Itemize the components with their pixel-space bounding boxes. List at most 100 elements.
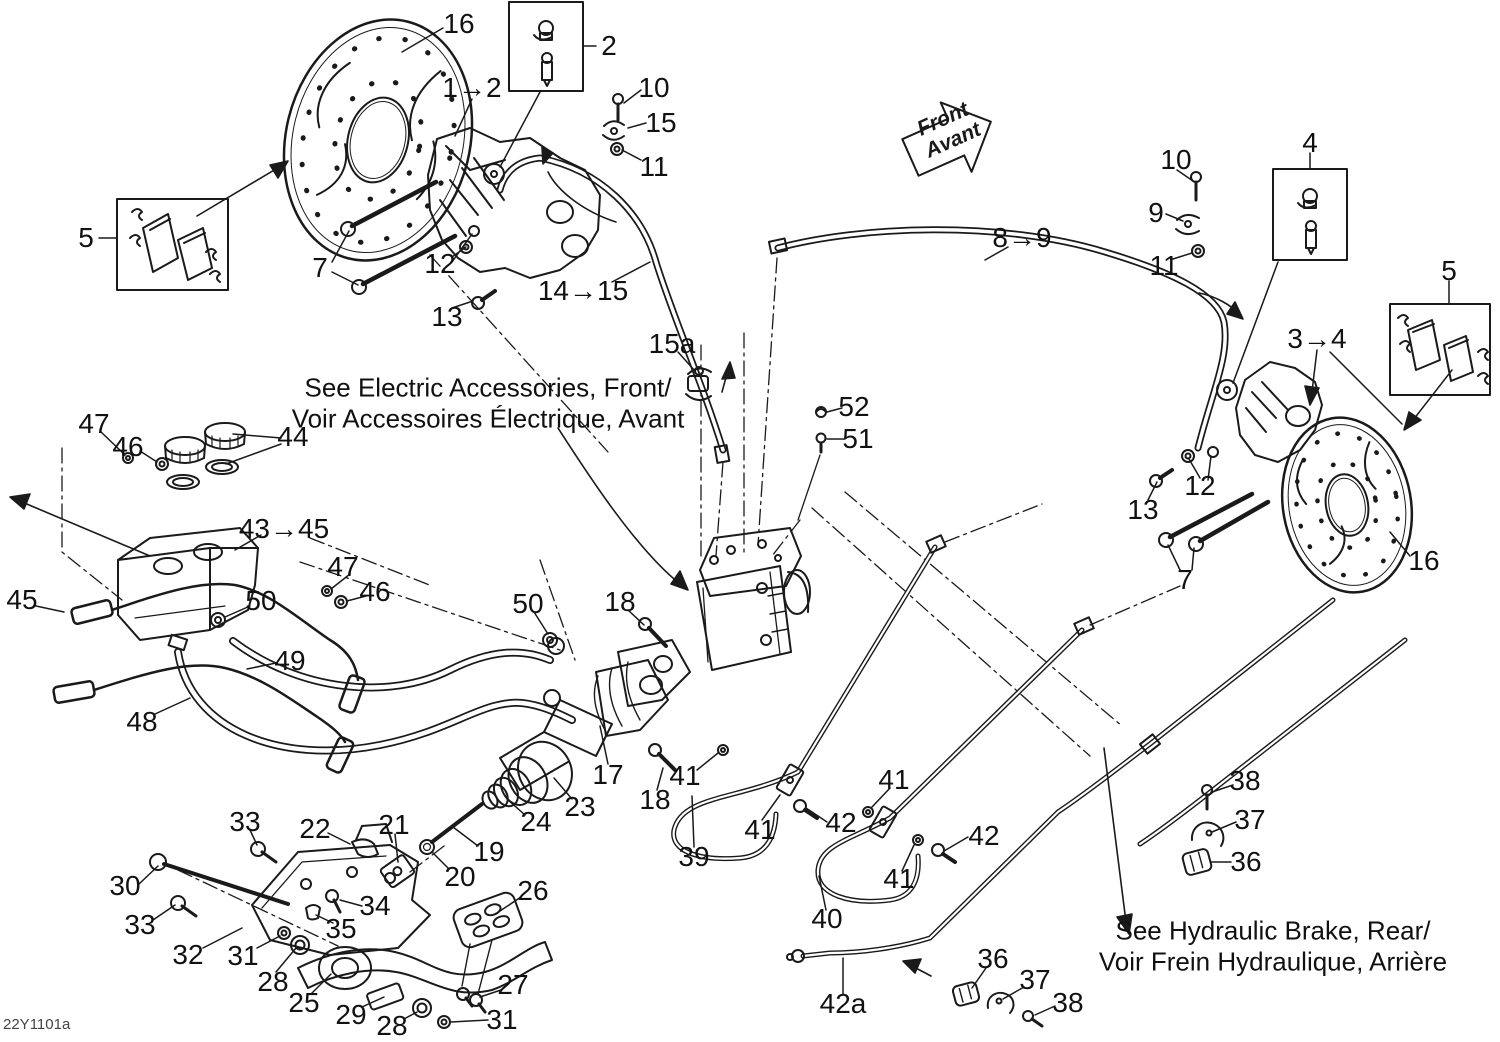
callout-46: 46 (359, 576, 391, 607)
callout-23: 23 (564, 791, 596, 822)
callout-11: 11 (639, 151, 669, 182)
arrow-to-hydraulic-note-icon (1116, 913, 1133, 935)
arrow-42a-route-icon (902, 958, 922, 974)
callout-30: 30 (109, 870, 141, 901)
callout-7: 7 (1177, 564, 1193, 595)
flow-arrows (9, 146, 1422, 977)
callout-2: 2 (601, 30, 617, 61)
reservoir-caps (164, 422, 246, 490)
pedal-bracket-assembly (149, 823, 553, 1029)
callout-33: 33 (229, 806, 261, 837)
electric-note-line1: See Electric Accessories, Front/ (304, 372, 672, 403)
callout-48: 48 (126, 706, 158, 737)
drawing-code: 22Y1101a (3, 1016, 71, 1033)
callout-42: 42 (968, 820, 1000, 851)
callout-20: 20 (444, 861, 476, 892)
callout-8-9: 8→9 (992, 222, 1052, 253)
callout-15a: 15a (648, 328, 696, 359)
brake-fluid-reservoir (117, 527, 259, 652)
box-brake-pads-left (116, 198, 229, 291)
callout-14-15: 14→15 (537, 275, 629, 306)
front-left-brake-disc (282, 18, 474, 262)
abs-module (696, 527, 811, 671)
callout-28: 28 (376, 1010, 408, 1041)
callout-18: 18 (639, 784, 671, 815)
callout-12: 12 (424, 248, 456, 279)
callout-18: 18 (604, 586, 636, 617)
small-hardware (122, 93, 1271, 1028)
callout-21: 21 (378, 809, 410, 840)
callout-11: 11 (1149, 250, 1179, 281)
callout-43-45: 43→45 (238, 513, 330, 544)
callout-5: 5 (1441, 255, 1457, 286)
hydraulic-brake-note: See Hydraulic Brake, Rear/ Voir Frein Hy… (1099, 915, 1447, 976)
callout-44: 44 (277, 421, 309, 452)
callout-19: 19 (473, 836, 505, 867)
callout-45: 45 (6, 584, 38, 615)
callout-49: 49 (274, 645, 306, 676)
callout-47: 47 (327, 551, 359, 582)
callout-38: 38 (1052, 987, 1084, 1018)
callout-9: 9 (1148, 197, 1164, 228)
arrow-15a-icon (721, 361, 736, 380)
arrow-to-right-disc-icon (1403, 411, 1422, 431)
callout-26: 26 (517, 875, 549, 906)
callout-39: 39 (678, 841, 710, 872)
callout-5: 5 (78, 222, 94, 253)
callout-42a: 42a (819, 988, 867, 1019)
callout-52: 52 (838, 391, 870, 422)
arrow-to-abs-icon (670, 570, 689, 591)
arrow-to-left-disc-icon (269, 160, 289, 179)
callout-42: 42 (825, 807, 857, 838)
callout-38: 38 (1229, 765, 1261, 796)
callout-31: 31 (227, 940, 259, 971)
box-bleeder-kit-2 (508, 1, 584, 92)
box-brake-pads-right (1389, 303, 1491, 396)
callout-16: 16 (1408, 545, 1440, 576)
callout-3-4: 3→4 (1287, 323, 1347, 354)
callout-29: 29 (335, 999, 367, 1030)
callout-34: 34 (359, 890, 391, 921)
direction-flag: Front Avant (901, 97, 992, 177)
callout-41: 41 (878, 764, 910, 795)
callout-41: 41 (883, 863, 915, 894)
callout-32: 32 (172, 939, 204, 970)
arrow-to-right-caliper-icon (1304, 385, 1320, 406)
callout-50: 50 (245, 585, 277, 616)
callout-47: 47 (78, 408, 110, 439)
callout-16: 16 (443, 8, 475, 39)
callout-22: 22 (299, 813, 331, 844)
construction-lines (61, 254, 1181, 947)
callout-27: 27 (497, 969, 529, 1000)
electric-note-line2: Voir Accessoires Électrique, Avant (291, 403, 685, 433)
callout-15: 15 (645, 107, 677, 138)
arrow-9-route-icon (1226, 301, 1244, 320)
callout-37: 37 (1234, 804, 1266, 835)
callout-40: 40 (811, 903, 843, 934)
callout-51: 51 (842, 423, 874, 454)
callout-35: 35 (325, 913, 357, 944)
callout-36: 36 (1230, 846, 1262, 877)
hydraulic-note-line2: Voir Frein Hydraulique, Arrière (1098, 946, 1448, 976)
callout-31: 31 (486, 1004, 518, 1035)
callout-13: 13 (431, 301, 463, 332)
callout-37: 37 (1019, 964, 1051, 995)
callout-36: 36 (977, 943, 1009, 974)
callout-50: 50 (512, 588, 544, 619)
callout-10: 10 (638, 72, 670, 103)
callout-7: 7 (312, 252, 328, 283)
callout-46: 46 (112, 431, 144, 462)
callout-17: 17 (592, 759, 624, 790)
direction-arrow-icon (901, 101, 992, 177)
hoses-and-pipes (174, 154, 1408, 963)
hydraulic-note-line1: See Hydraulic Brake, Rear/ (1115, 915, 1431, 946)
electric-accessories-note: See Electric Accessories, Front/ Voir Ac… (292, 372, 685, 433)
callout-13: 13 (1127, 494, 1159, 525)
arrow-to-left-edge-icon (9, 493, 31, 510)
callout-24: 24 (520, 806, 552, 837)
master-cylinder (351, 637, 691, 889)
callout-28: 28 (257, 966, 289, 997)
callout-41: 41 (744, 814, 776, 845)
